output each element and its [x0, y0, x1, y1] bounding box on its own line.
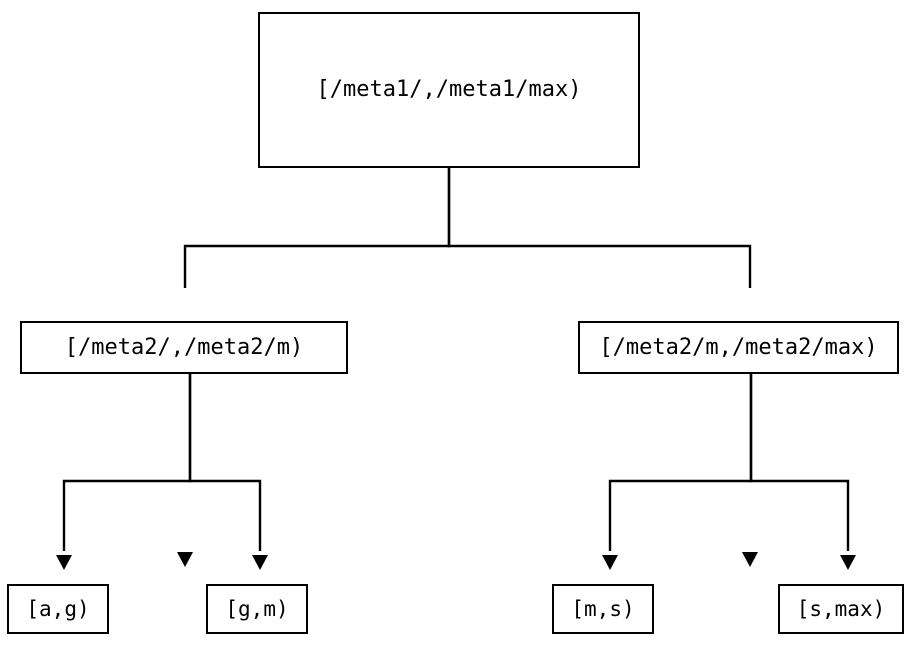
tree-node-mid-right[interactable]: [/meta2/m,/meta2/max): [578, 321, 899, 374]
tree-node-root-label: [/meta1/,/meta1/max): [316, 77, 582, 102]
tree-node-mid-right-label: [/meta2/m,/meta2/max): [599, 334, 878, 360]
arrowhead-down-icon-leaf-1: [56, 555, 72, 570]
tree-node-leaf-2[interactable]: [g,m): [206, 584, 308, 634]
tree-node-leaf-3[interactable]: [m,s): [552, 584, 654, 634]
tree-node-root[interactable]: [/meta1/,/meta1/max): [258, 12, 640, 168]
tree-node-leaf-4-label: [s,max): [796, 596, 886, 621]
tree-node-mid-left-label: [/meta2/,/meta2/m): [64, 334, 304, 360]
edge-root-to-mid-right: [447, 168, 752, 288]
arrowhead-down-icon-leaf-3: [602, 555, 618, 570]
arrowhead-down-icon-mid-right: [742, 552, 758, 567]
tree-node-leaf-3-label: [m,s): [571, 596, 635, 621]
tree-node-leaf-1-label: [a,g): [26, 596, 90, 621]
tree-node-mid-left[interactable]: [/meta2/,/meta2/m): [20, 321, 348, 374]
arrowhead-down-icon-leaf-2: [252, 555, 268, 570]
arrowhead-down-icon-mid-left: [177, 552, 193, 567]
edge-mid-left-to-leaf-2: [188, 374, 262, 551]
tree-node-leaf-4[interactable]: [s,max): [778, 584, 904, 634]
tree-node-leaf-2-label: [g,m): [225, 596, 289, 621]
arrowhead-down-icon-leaf-4: [840, 555, 856, 570]
edge-root-to-mid-left: [183, 168, 451, 288]
edge-mid-left-to-leaf-1: [62, 374, 192, 551]
edge-mid-right-to-leaf-4: [749, 374, 850, 551]
tree-node-leaf-1[interactable]: [a,g): [7, 584, 109, 634]
edge-mid-right-to-leaf-3: [608, 374, 753, 551]
